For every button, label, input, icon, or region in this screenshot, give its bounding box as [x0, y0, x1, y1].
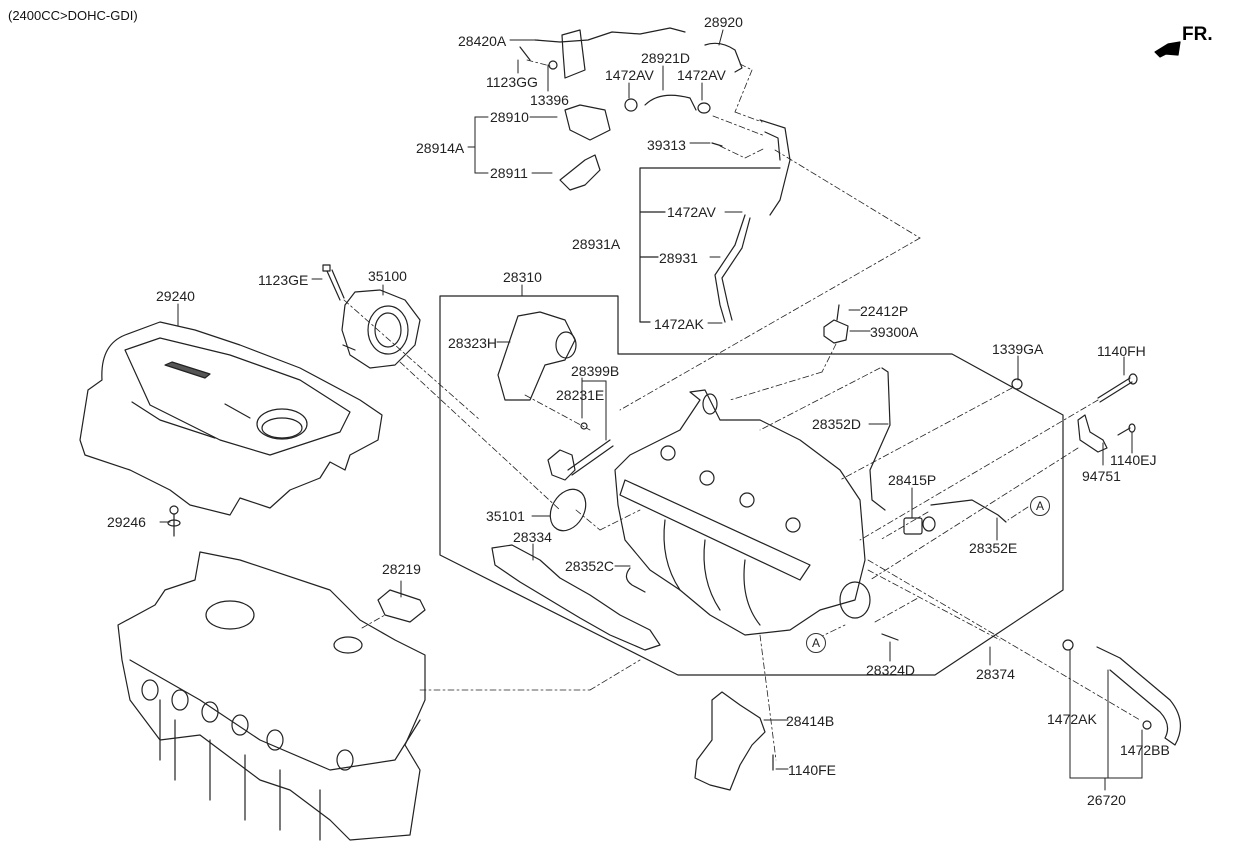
- part-label-26720[interactable]: 26720: [1087, 792, 1126, 808]
- part-label-28921D[interactable]: 28921D: [641, 50, 691, 66]
- engine-cover-shape: [79, 321, 383, 516]
- bolt-1140FH-shape: [1097, 373, 1138, 403]
- part-label-1472AK-b[interactable]: 1472AK: [1047, 711, 1097, 727]
- pipe-28352E-shape: [930, 499, 1007, 523]
- part-label-29240[interactable]: 29240: [156, 288, 195, 304]
- rod-sensor-shape: [547, 422, 614, 481]
- part-label-22412P[interactable]: 22412P: [860, 303, 909, 319]
- part-label-28334[interactable]: 28334: [513, 529, 552, 545]
- leader-lines: [159, 29, 1143, 791]
- hose-26720-shape: [1062, 639, 1181, 746]
- part-label-28352E[interactable]: 28352E: [969, 540, 1018, 556]
- part-label-28931[interactable]: 28931: [659, 250, 698, 266]
- manifold-assembly-outline: [439, 295, 1064, 676]
- part-label-28374[interactable]: 28374: [976, 666, 1015, 682]
- part-label-28920[interactable]: 28920: [704, 14, 743, 30]
- cylinder-head-shape: [117, 551, 426, 841]
- valve-28415P-shape: [903, 516, 936, 535]
- part-label-39300A[interactable]: 39300A: [870, 324, 919, 340]
- part-label-28931A[interactable]: 28931A: [572, 236, 621, 252]
- hose-28352D-shape: [869, 367, 891, 511]
- part-label-28219[interactable]: 28219: [382, 561, 421, 577]
- part-label-35100[interactable]: 35100: [368, 268, 407, 284]
- part-label-1472AV-c[interactable]: 1472AV: [667, 204, 716, 220]
- throttle-body-shape: [341, 289, 421, 369]
- part-label-28414B[interactable]: 28414B: [786, 713, 835, 729]
- part-label-1140FE[interactable]: 1140FE: [788, 762, 836, 778]
- part-label-28231E[interactable]: 28231E: [556, 387, 605, 403]
- part-label-28415P[interactable]: 28415P: [888, 472, 937, 488]
- bolt-39313-shape: [711, 142, 723, 147]
- front-direction-arrow-icon: [1154, 41, 1181, 58]
- part-label-28352C[interactable]: 28352C: [565, 558, 615, 574]
- front-direction-label: FR.: [1182, 24, 1213, 45]
- part-label-1472AK-a[interactable]: 1472AK: [654, 316, 704, 332]
- hose-28352C-shape: [625, 567, 646, 593]
- part-label-28324D[interactable]: 28324D: [866, 662, 916, 678]
- part-label-1140FH[interactable]: 1140FH: [1097, 343, 1146, 359]
- part-label-39313[interactable]: 39313: [647, 137, 686, 153]
- bracket-94751-shape: [1077, 414, 1136, 453]
- part-label-29246[interactable]: 29246: [107, 514, 146, 530]
- part-label-28323H[interactable]: 28323H: [448, 335, 498, 351]
- part-label-28310[interactable]: 28310: [503, 269, 542, 285]
- part-label-28914A[interactable]: 28914A: [416, 140, 465, 156]
- heat-shield-28219-shape: [377, 589, 426, 623]
- part-label-1472BB[interactable]: 1472BB: [1120, 742, 1170, 758]
- engine-spec-label: (2400CC>DOHC-GDI): [8, 8, 138, 23]
- bolt-29246-shape: [167, 505, 181, 537]
- part-label-28911[interactable]: 28911: [490, 165, 528, 181]
- bolt-22412P-shape: [836, 304, 840, 321]
- pcv-hose-assembly-shape: [519, 27, 791, 323]
- part-label-28399B[interactable]: 28399B: [571, 363, 620, 379]
- gasket-28334-shape: [491, 544, 661, 651]
- part-label-13396[interactable]: 13396: [530, 92, 569, 108]
- part-label-1472AV-b[interactable]: 1472AV: [677, 67, 726, 83]
- reference-marker-a-right: A: [1030, 496, 1050, 516]
- part-label-94751[interactable]: 94751: [1082, 468, 1121, 484]
- part-label-28910[interactable]: 28910: [490, 109, 529, 125]
- gasket-35101-shape: [549, 488, 587, 532]
- part-label-1339GA[interactable]: 1339GA: [992, 341, 1044, 357]
- part-label-1123GE[interactable]: 1123GE: [258, 272, 309, 288]
- part-label-1123GG[interactable]: 1123GG: [486, 74, 538, 90]
- bolt-28324D-shape: [881, 633, 899, 641]
- part-label-1472AV-a[interactable]: 1472AV: [605, 67, 654, 83]
- dashed-assembly-lines: [343, 59, 1141, 761]
- bracket-28931A: [639, 167, 781, 323]
- bolt-1123GE-shape: [322, 264, 345, 301]
- actuator-28323H-shape: [497, 311, 577, 401]
- part-label-28420A[interactable]: 28420A: [458, 33, 507, 49]
- part-label-1140EJ[interactable]: 1140EJ: [1110, 452, 1157, 468]
- bracket-28414B-shape: [694, 691, 766, 791]
- part-label-35101[interactable]: 35101: [486, 508, 525, 524]
- reference-marker-a-left: A: [806, 633, 826, 653]
- nut-1339GA-shape: [1011, 378, 1023, 390]
- intake-manifold-shape: [614, 389, 871, 636]
- part-label-28352D[interactable]: 28352D: [812, 416, 862, 432]
- solenoid-39300A-shape: [823, 319, 849, 344]
